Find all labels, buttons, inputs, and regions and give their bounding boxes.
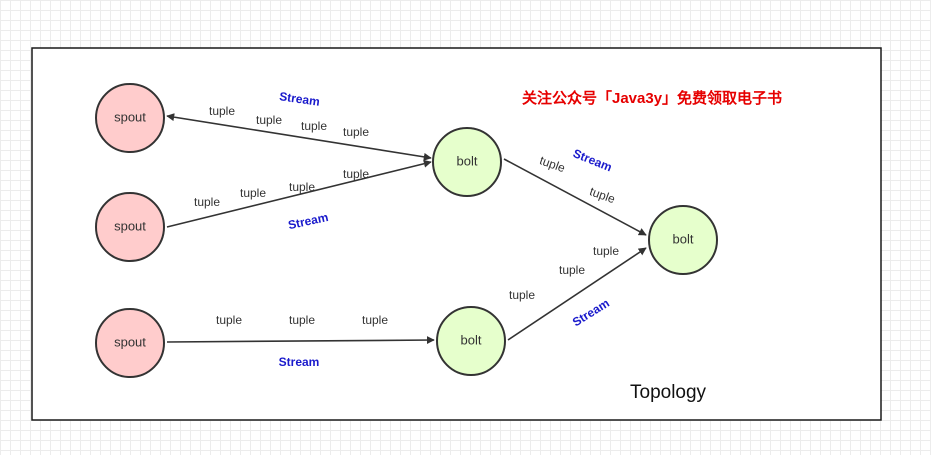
stream-label: Stream: [279, 355, 320, 369]
tuple-label: tuple: [289, 180, 315, 194]
tuple-label: tuple: [194, 195, 220, 209]
tuple-label: tuple: [343, 167, 369, 181]
tuple-label: tuple: [216, 313, 242, 327]
tuple-label: tuple: [509, 288, 535, 302]
stream-label: Stream: [278, 89, 320, 109]
tuple-label: tuple: [343, 125, 369, 139]
spout-label: spout: [114, 218, 146, 233]
spout-node-2: spout: [95, 192, 165, 262]
topology-caption: Topology: [630, 382, 707, 403]
bolt-node-1: bolt: [432, 127, 502, 197]
bolt-label: bolt: [457, 153, 478, 168]
edge-bolt1-bolt3: [503, 158, 647, 236]
tuple-label: tuple: [559, 263, 585, 277]
bolt-label: bolt: [461, 332, 482, 347]
edge-spout3-bolt2: [166, 336, 435, 345]
spout-node-1: spout: [95, 83, 165, 153]
promo-note: 关注公众号「Java3y」免费领取电子书: [522, 89, 782, 107]
tuple-label: tuple: [289, 313, 315, 327]
tuple-label: tuple: [362, 313, 388, 327]
tuple-label: tuple: [593, 244, 619, 258]
edge-spout2-bolt1: [166, 159, 432, 228]
tuple-label: tuple: [209, 104, 235, 118]
edge-spout1-bolt1: [166, 113, 432, 161]
bolt-node-3: bolt: [648, 205, 718, 275]
tuple-label: tuple: [256, 113, 282, 127]
tuple-label: tuple: [301, 119, 327, 133]
edge-bolt2-bolt3: [507, 247, 647, 341]
spout-label: spout: [114, 334, 146, 349]
bolt-node-2: bolt: [436, 306, 506, 376]
tuple-label: tuple: [240, 186, 266, 200]
bolt-label: bolt: [673, 231, 694, 246]
spout-label: spout: [114, 109, 146, 124]
spout-node-3: spout: [95, 308, 165, 378]
